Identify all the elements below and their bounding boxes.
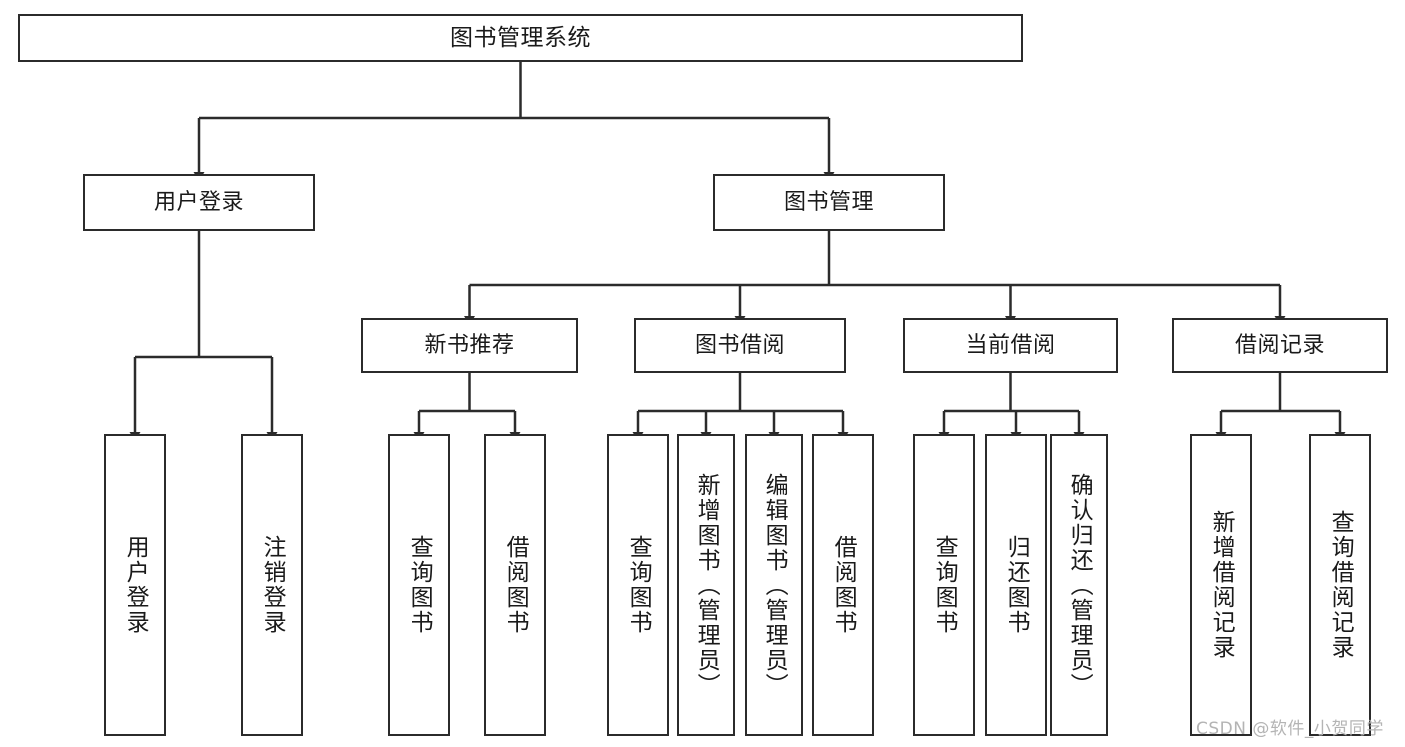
node-label: 归还图书 (1003, 535, 1030, 635)
node-new-book-recommend[interactable]: 新书推荐 (361, 318, 578, 373)
leaf-query-books-borrow[interactable]: 查询图书 (607, 434, 669, 736)
leaf-return-books[interactable]: 归还图书 (985, 434, 1047, 736)
node-label: 新增借阅记录 (1208, 510, 1235, 660)
node-label: 注销登录 (259, 535, 286, 635)
leaf-confirm-return-admin[interactable]: 确认归还（管理员） (1050, 434, 1108, 736)
leaf-query-books-recommend[interactable]: 查询图书 (388, 434, 450, 736)
node-label: 确认归还（管理员） (1066, 472, 1093, 698)
watermark: CSDN @软件_小贺同学 (1196, 719, 1384, 739)
node-label: 查询图书 (406, 535, 433, 635)
node-user-login[interactable]: 用户登录 (83, 174, 315, 231)
node-label: 借阅图书 (830, 535, 857, 635)
node-label: 用户登录 (122, 535, 149, 635)
node-label: 查询图书 (931, 535, 958, 635)
connector-edges (129, 62, 1346, 441)
leaf-edit-book-admin[interactable]: 编辑图书（管理员） (745, 434, 803, 736)
node-current-borrow[interactable]: 当前借阅 (903, 318, 1118, 373)
node-label: 查询图书 (625, 535, 652, 635)
node-label: 新增图书（管理员） (693, 472, 720, 698)
leaf-query-books-current[interactable]: 查询图书 (913, 434, 975, 736)
node-label: 当前借阅 (965, 332, 1056, 358)
leaf-user-login[interactable]: 用户登录 (104, 434, 166, 736)
node-label: 借阅图书 (502, 535, 529, 635)
leaf-query-borrow-record[interactable]: 查询借阅记录 (1309, 434, 1371, 736)
node-borrow-records[interactable]: 借阅记录 (1172, 318, 1388, 373)
node-label: 查询借阅记录 (1327, 510, 1354, 660)
node-book-borrow[interactable]: 图书借阅 (634, 318, 846, 373)
node-label: 用户登录 (153, 189, 244, 215)
leaf-add-borrow-record[interactable]: 新增借阅记录 (1190, 434, 1252, 736)
leaf-logout[interactable]: 注销登录 (241, 434, 303, 736)
node-label: 图书借阅 (694, 332, 785, 358)
node-label: 借阅记录 (1234, 332, 1325, 358)
node-book-management[interactable]: 图书管理 (713, 174, 945, 231)
leaf-add-book-admin[interactable]: 新增图书（管理员） (677, 434, 735, 736)
node-label: 编辑图书（管理员） (761, 472, 788, 698)
node-label: 图书管理 (783, 189, 874, 215)
leaf-borrow-books-recommend[interactable]: 借阅图书 (484, 434, 546, 736)
node-root[interactable]: 图书管理系统 (18, 14, 1023, 62)
node-label: 新书推荐 (424, 332, 515, 358)
leaf-borrow-books[interactable]: 借阅图书 (812, 434, 874, 736)
node-label: 图书管理系统 (450, 24, 591, 51)
